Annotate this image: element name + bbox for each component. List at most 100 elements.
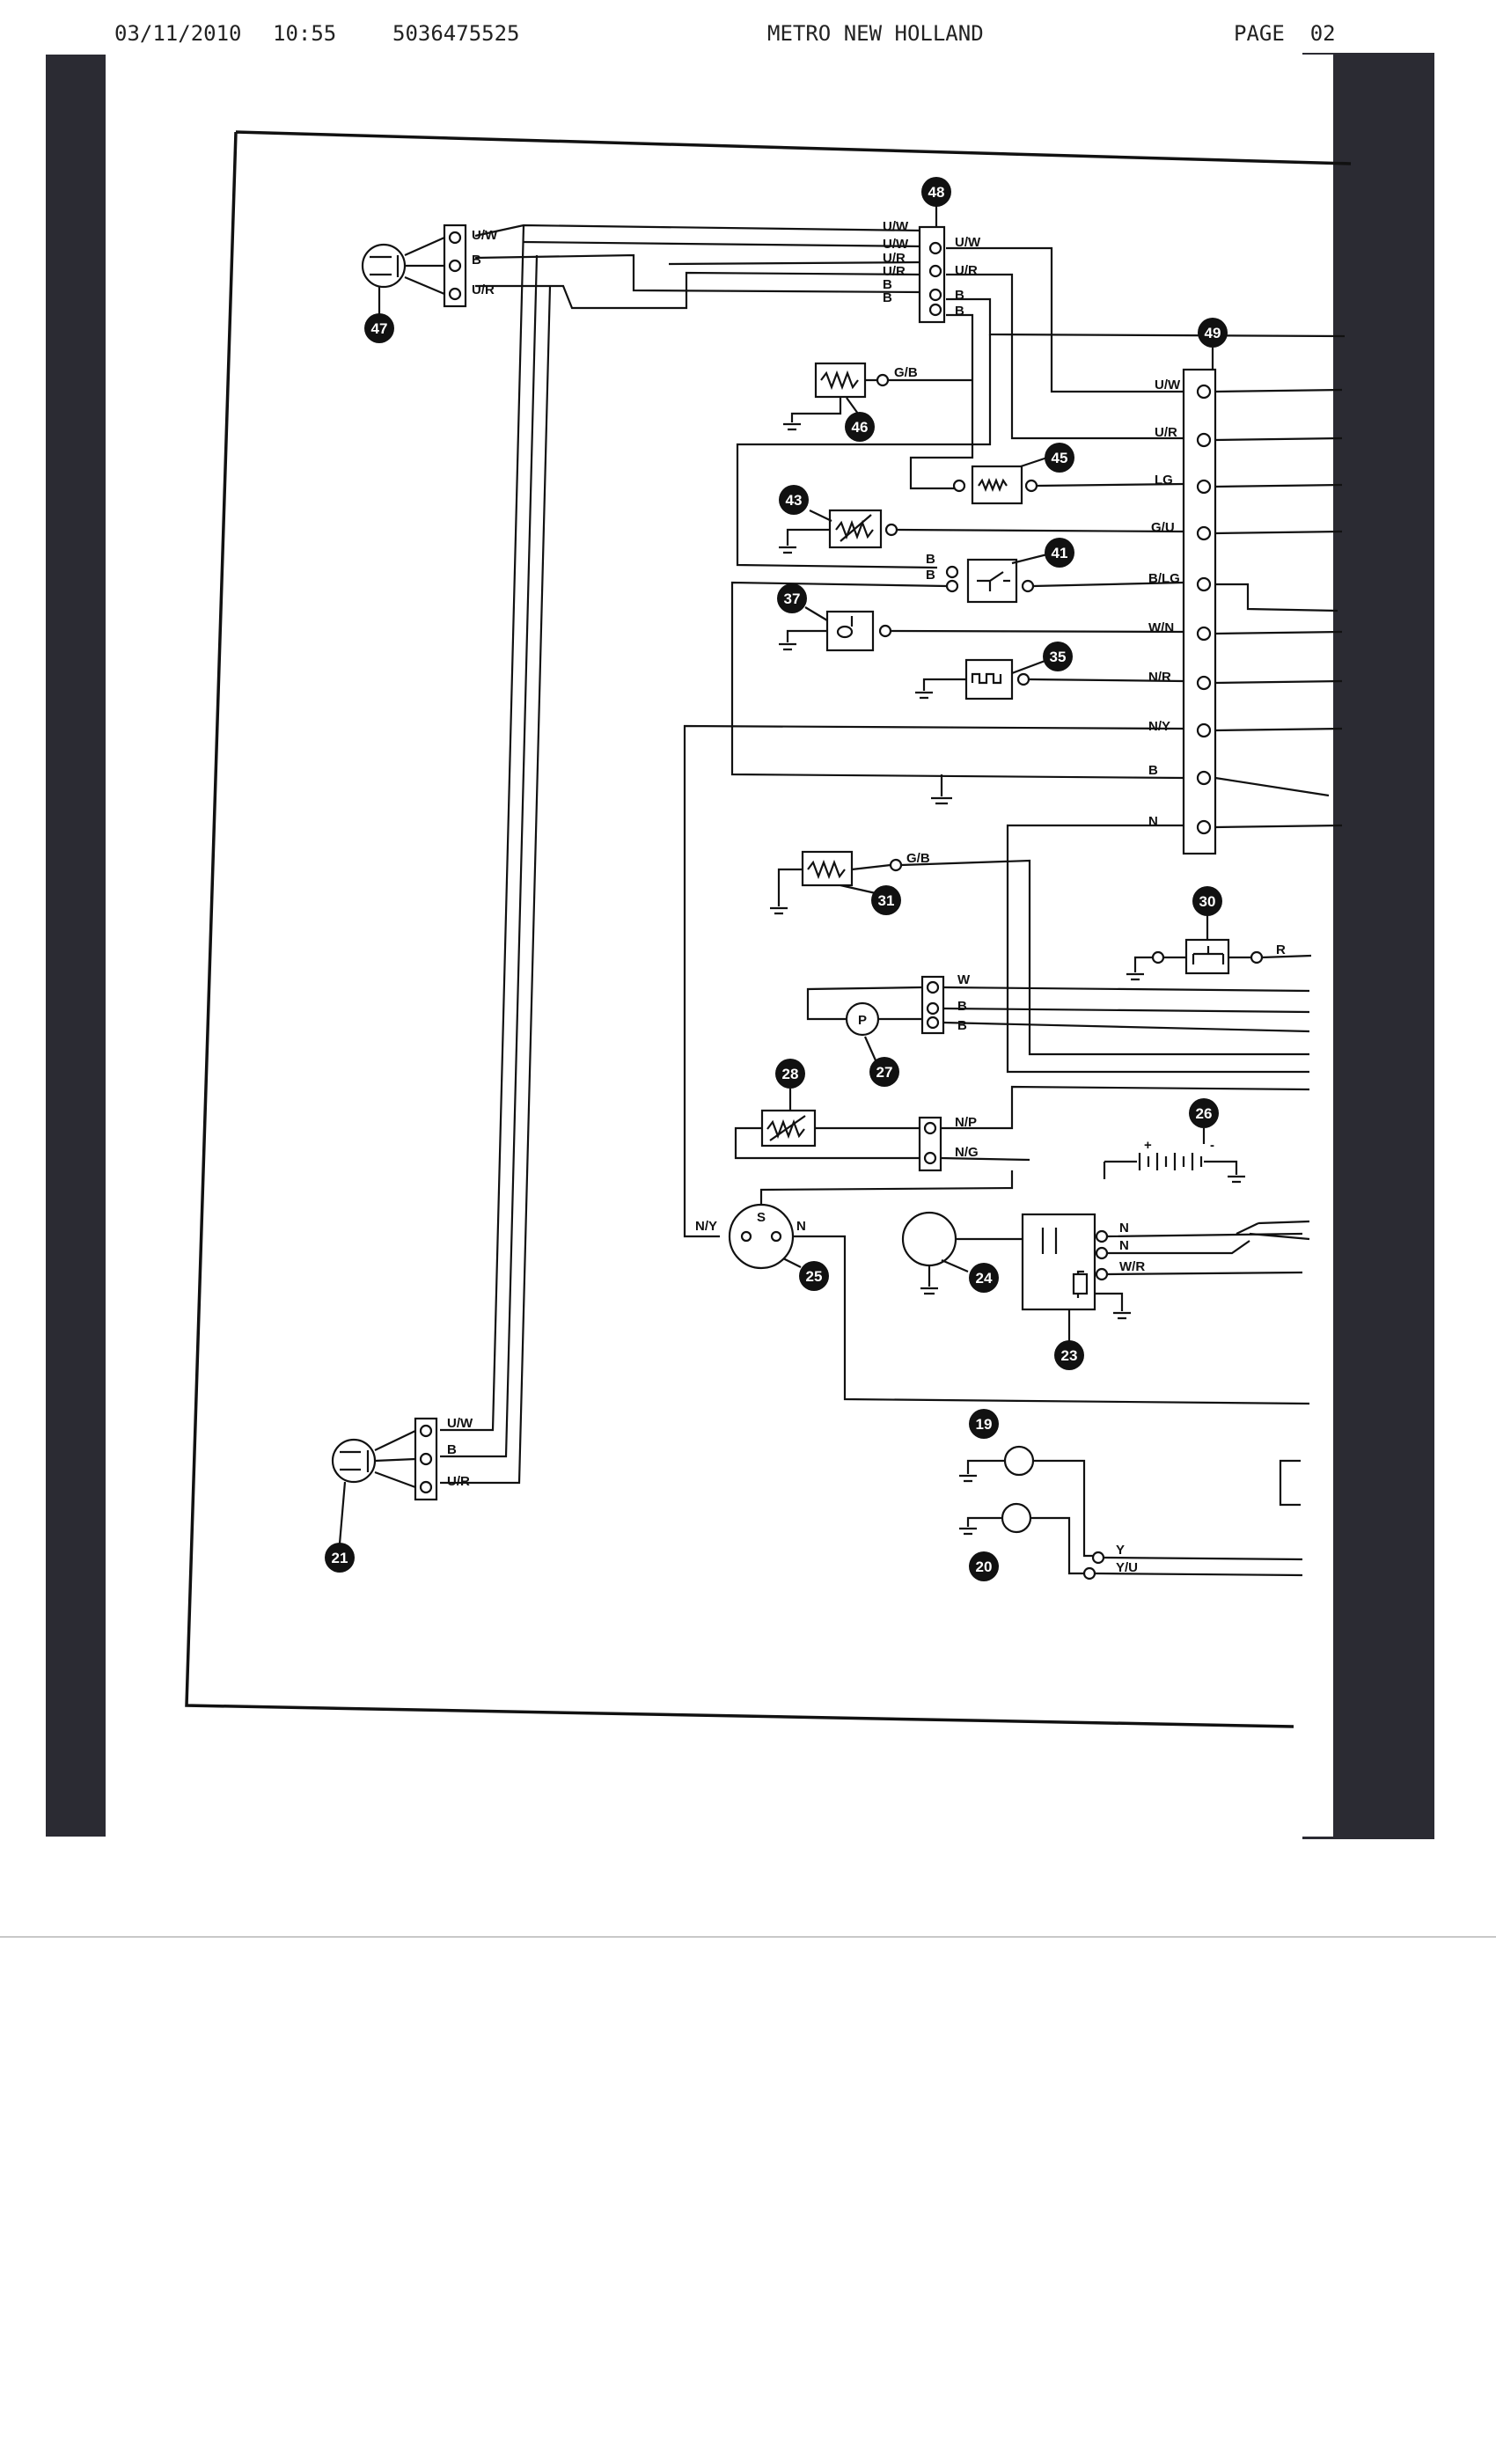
connector-21: U/W B U/R 21 [325, 1416, 473, 1573]
callout-21: 21 [332, 1550, 348, 1566]
pin-49 [1196, 626, 1212, 642]
fax-page: PAGE 02 [1234, 21, 1336, 46]
wire-label: N [1148, 814, 1158, 829]
pin-49 [1196, 819, 1212, 835]
wire-label: U/W [955, 235, 981, 250]
wire-label: N/Y [695, 1219, 717, 1234]
lamp-20: Y Y/U 20 [959, 1502, 1303, 1581]
wire-label: U/R [883, 264, 906, 279]
wire-label: R [1276, 942, 1286, 957]
pin-49 [1196, 432, 1212, 448]
wire-label: B [957, 999, 967, 1014]
fax-date: 03/11/2010 [114, 21, 242, 46]
wire-label: Y/U [1116, 1560, 1138, 1575]
wire-label: U/R [955, 263, 978, 278]
wire-label: B [883, 277, 892, 292]
callout-31: 31 [878, 892, 895, 909]
cut-component [1279, 1459, 1301, 1507]
wire-label: Y [1116, 1543, 1125, 1558]
sensor-46: G/B 46 [783, 362, 972, 442]
wire-label: U/R [447, 1474, 470, 1489]
wire-label: U/W [447, 1416, 473, 1431]
loop-wire [736, 334, 992, 569]
wire-label: W/N [1148, 620, 1174, 635]
sensor-45: 45 [952, 443, 1184, 505]
wire-label: N [1119, 1221, 1129, 1236]
start-switch-25: S N/Y N 25 [695, 1170, 1310, 1405]
wire-label: B [883, 290, 892, 305]
page-divider [0, 1936, 1496, 1938]
exit-wire [1214, 388, 1343, 393]
pin-49 [1196, 384, 1212, 400]
relay-23: N N W/R 23 [1021, 1213, 1310, 1370]
callout-24: 24 [976, 1270, 993, 1287]
sensor-35: 35 [915, 642, 1184, 700]
connector-48: 48 U/W U/W U/R U/R B B U/W U/R B B [883, 177, 981, 324]
exit-wire [1214, 630, 1343, 635]
svg-text:-: - [1210, 1138, 1214, 1153]
fax-time: 10:55 [273, 21, 337, 46]
exit-wire [1214, 483, 1343, 488]
connector-47: 47 U/W B U/R [361, 224, 498, 343]
wire-label: W [957, 972, 971, 987]
wire-label: G/B [894, 365, 918, 380]
callout-25: 25 [806, 1268, 823, 1285]
wire-label: G/U [1151, 520, 1175, 535]
callout-26: 26 [1196, 1105, 1213, 1122]
lamp-19: 19 [959, 1409, 1093, 1558]
wire-label: N/G [955, 1145, 979, 1160]
wire-label: N/P [955, 1115, 977, 1130]
wire-label: N/R [1148, 670, 1171, 685]
exit-wire [1215, 583, 1338, 612]
callout-43: 43 [786, 492, 803, 509]
pin-49 [1196, 576, 1212, 592]
callout-48: 48 [928, 184, 945, 201]
pin-49 [1196, 675, 1212, 691]
callout-23: 23 [1061, 1347, 1078, 1364]
pump-symbol: P [858, 1013, 867, 1028]
callout-46: 46 [852, 419, 869, 436]
connector-49: 49 U/W U/R LG G/U B/LG W/N N/R N/Y B N [1148, 318, 1228, 855]
pin-49 [1196, 770, 1212, 786]
switch-41: B B 41 [730, 538, 1184, 780]
wires-49-exit [1214, 388, 1343, 829]
pump-27: P W B B 27 [806, 972, 1310, 1087]
callout-41: 41 [1052, 545, 1068, 561]
exit-wire [1214, 727, 1343, 732]
sensor-37: 37 [777, 583, 1184, 652]
wire-label: N/Y [1148, 719, 1170, 734]
trunk-cables [440, 224, 923, 1485]
wires-48-to-49 [909, 246, 1346, 490]
starter-motor-24: 24 [901, 1211, 1023, 1295]
wire-label: N [796, 1219, 806, 1234]
exit-wire [1214, 824, 1343, 829]
callout-35: 35 [1050, 649, 1067, 665]
wire-label: N [1119, 1238, 1129, 1253]
sensor-28: N/P N/G 28 [734, 1059, 1310, 1172]
wire-label: G/B [906, 851, 930, 866]
switch-30: R 30 [1126, 886, 1312, 981]
wire-label: B [926, 552, 935, 567]
wire-label: B [472, 253, 481, 268]
pin-49 [1196, 479, 1212, 495]
exit-wire [1214, 679, 1343, 685]
wire-label: U/R [883, 251, 906, 266]
exit-wire [1214, 436, 1343, 442]
callout-45: 45 [1052, 450, 1068, 466]
wire-label: B [926, 568, 935, 583]
wire-label: U/W [883, 237, 909, 252]
start-symbol: S [757, 1210, 766, 1225]
fax-company: METRO NEW HOLLAND [767, 21, 984, 46]
wire-label: B [1148, 763, 1158, 778]
fax-phone: 5036475525 [392, 21, 520, 46]
callout-37: 37 [784, 590, 801, 607]
wire-label: B [447, 1442, 457, 1457]
pin-49 [1196, 722, 1212, 738]
wire-label: B [957, 1018, 967, 1033]
pin-49 [1196, 525, 1212, 541]
wire-label: W/R [1119, 1259, 1145, 1274]
scan-page [106, 55, 1333, 1837]
wire-label: U/W [472, 228, 498, 243]
sensor-43: 43 [779, 485, 1184, 554]
